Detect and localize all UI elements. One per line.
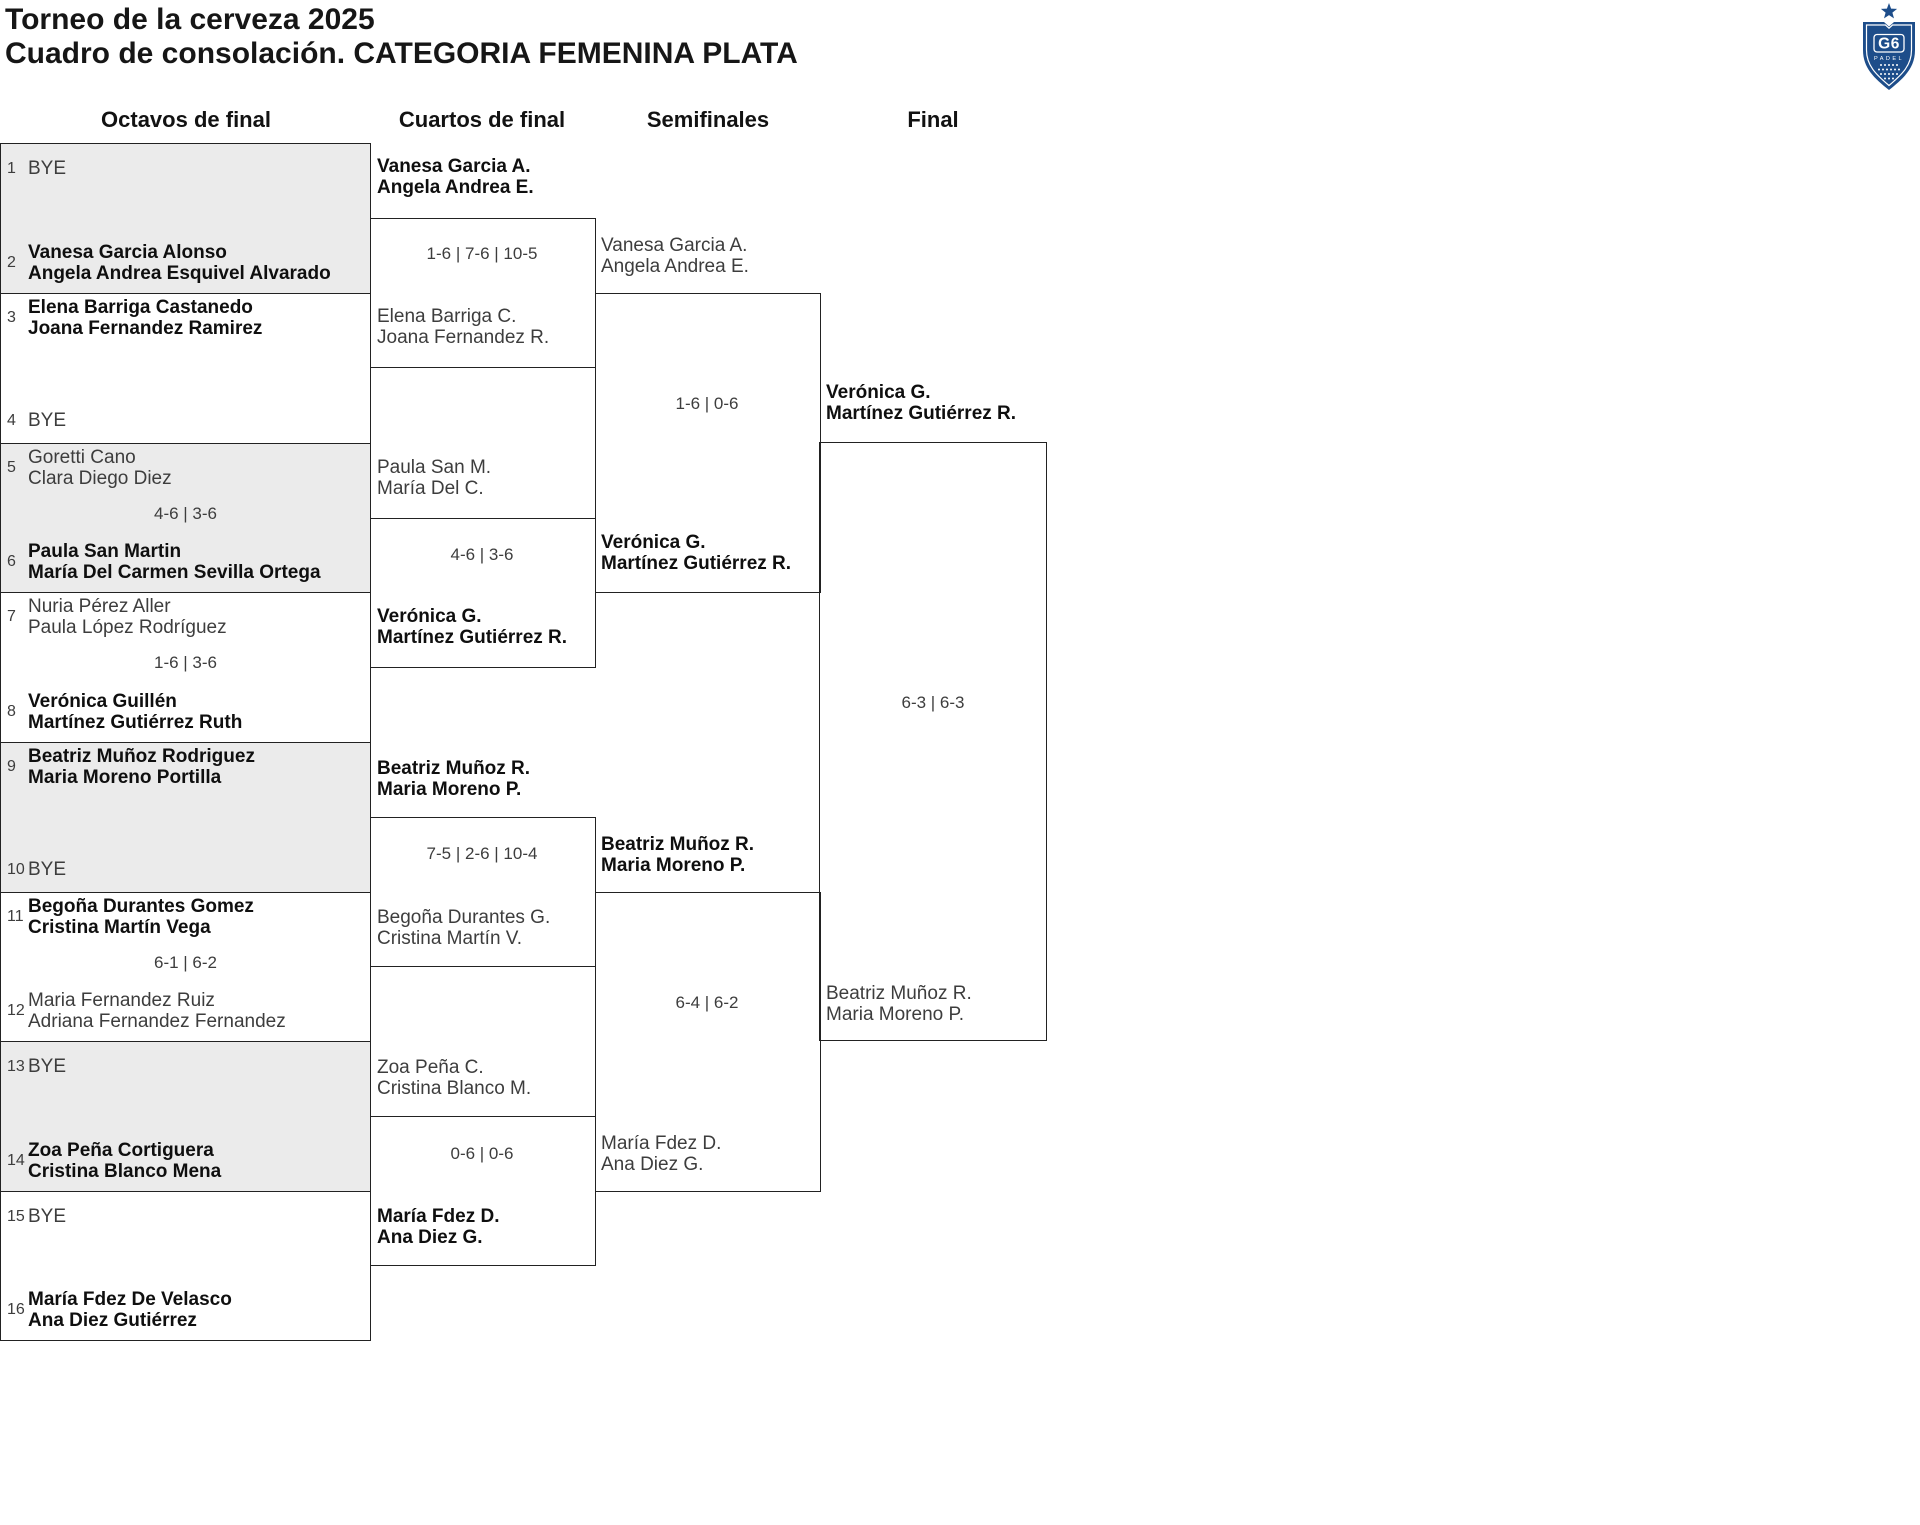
seed-number: 8 — [7, 703, 16, 720]
round-header-final: Final — [907, 107, 959, 132]
seed-number: 1 — [7, 159, 16, 177]
bye-label: BYE — [28, 1056, 67, 1077]
seed-number: 5 — [7, 459, 16, 476]
star-icon — [1880, 3, 1898, 19]
match-score: 1-6 | 3-6 — [153, 653, 217, 672]
shield-inner-border — [1865, 24, 1913, 87]
match-score: 6-4 | 6-2 — [675, 993, 739, 1012]
team-label: Vanesa Garcia A.Angela Andrea E. — [601, 235, 749, 277]
club-logo: G6 PADEL — [1863, 3, 1915, 90]
logo-subtext: PADEL — [1874, 56, 1904, 62]
team-slot-bye: 15 BYE — [7, 1206, 362, 1227]
seed-number: 7 — [7, 608, 16, 625]
match-score: 0-6 | 0-6 — [450, 1144, 514, 1163]
bye-label: BYE — [28, 158, 67, 179]
seed-number: 6 — [7, 553, 16, 570]
seed-number: 13 — [7, 1057, 25, 1075]
match-score: 4-6 | 3-6 — [450, 545, 514, 564]
semifinal-box-1 — [595, 293, 821, 593]
logo-dots — [1878, 64, 1900, 80]
logo-monogram: G6 — [1878, 36, 1900, 53]
match-score: 4-6 | 3-6 — [153, 504, 217, 523]
team-label: Beatriz Muñoz R.Maria Moreno P. — [377, 758, 531, 800]
seed-number: 12 — [7, 1002, 25, 1019]
team-label: María Fdez D.Ana Diez G. — [377, 1206, 500, 1248]
match-score: 6-1 | 6-2 — [153, 953, 217, 972]
round-header-semifinales: Semifinales — [646, 107, 770, 132]
final-box — [819, 442, 1047, 1041]
team-slot-bye: 10 BYE — [7, 859, 362, 880]
seed-number: 16 — [7, 1301, 25, 1318]
bye-label: BYE — [28, 410, 67, 431]
seed-number: 10 — [7, 860, 25, 878]
team-label: Verónica G.Martínez Gutiérrez R. — [377, 606, 568, 648]
match-score: 6-3 | 6-3 — [901, 693, 965, 712]
team-label: Beatriz Muñoz R.Maria Moreno P. — [826, 983, 972, 1025]
team-slot-bye: 1 BYE — [7, 158, 362, 179]
match-score: 1-6 | 0-6 — [675, 394, 739, 413]
match-score: 1-6 | 7-6 | 10-5 — [426, 244, 538, 263]
draw-name: Cuadro de consolación. CATEGORIA FEMENIN… — [5, 37, 798, 70]
seed-number: 4 — [7, 411, 16, 429]
team-slot-bye: 4 BYE — [7, 410, 362, 431]
seed-number: 14 — [7, 1152, 25, 1169]
bye-label: BYE — [28, 1206, 67, 1227]
team-label: María Fdez D.Ana Diez G. — [601, 1133, 722, 1175]
match-score: 7-5 | 2-6 | 10-4 — [426, 844, 538, 863]
team-label: Paula San M.María Del C. — [377, 457, 492, 499]
team-label: Verónica G.Martínez Gutiérrez R. — [601, 532, 792, 574]
monogram-frame — [1873, 33, 1905, 53]
team-slot-bye: 13 BYE — [7, 1056, 362, 1077]
page-title: Torneo de la cerveza 2025 Cuadro de cons… — [5, 3, 798, 71]
team-label: Vanesa Garcia A.Angela Andrea E. — [377, 156, 534, 198]
seed-number: 2 — [7, 254, 16, 271]
semifinal-box-2 — [595, 892, 821, 1192]
team-label: Begoña Durantes G.Cristina Martín V. — [377, 907, 551, 949]
team-label: Beatriz Muñoz R.Maria Moreno P. — [601, 834, 755, 876]
team-label: Verónica G.Martínez Gutiérrez R. — [826, 382, 1017, 424]
bye-label: BYE — [28, 859, 67, 880]
team-label: Zoa Peña C.Cristina Blanco M. — [377, 1057, 532, 1099]
seed-number: 11 — [7, 908, 24, 925]
seed-number: 9 — [7, 758, 16, 775]
seed-number: 15 — [7, 1207, 25, 1225]
round-header-cuartos: Cuartos de final — [398, 107, 566, 132]
seed-number: 3 — [7, 309, 16, 326]
tournament-name: Torneo de la cerveza 2025 — [5, 3, 375, 36]
cuartos-box-2 — [370, 518, 596, 668]
team-label: Elena Barriga C.Joana Fernandez R. — [377, 306, 550, 348]
round-header-octavos: Octavos de final — [101, 107, 271, 132]
